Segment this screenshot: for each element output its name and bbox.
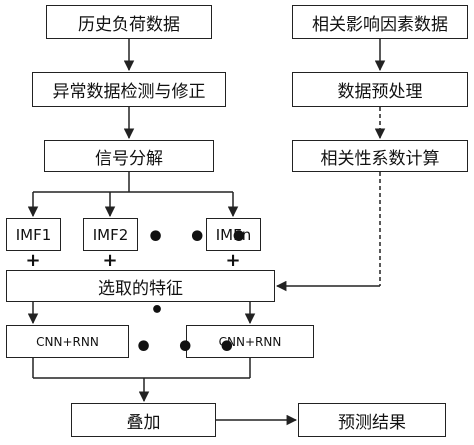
node-history-load: 历史负荷数据 [46,5,212,39]
plus-sign-imf2: + [102,250,118,271]
node-imfn: IMFn [206,218,261,251]
node-superposition-label: 叠加 [126,412,161,433]
node-model-left: CNN+RNN [6,325,129,358]
model-vertical-ellipsis: • [150,300,164,322]
node-correlation-calc-label: 相关性系数计算 [320,148,440,169]
node-preprocessing: 数据预处理 [292,72,468,107]
node-prediction-result-label: 预测结果 [338,412,406,433]
imf-ellipsis: • • • [146,220,255,255]
node-signal-decomposition: 信号分解 [44,140,214,172]
node-imf2-label: IMF2 [92,225,129,244]
node-preprocessing-label: 数据预处理 [337,82,423,102]
model-vertical-ellipsis-dot: • [150,298,165,323]
node-imfn-label: IMFn [215,225,252,244]
node-model-right: CNN+RNN [186,325,314,358]
node-model-left-label: CNN+RNN [36,334,99,349]
node-selected-features: 选取的特征 [6,270,275,302]
node-related-factors-label: 相关影响因素数据 [312,14,448,35]
node-correlation-calc: 相关性系数计算 [292,140,468,172]
node-anomaly-detection: 异常数据检测与修正 [32,72,226,107]
plus-sign-imf1: + [25,250,41,271]
node-related-factors: 相关影响因素数据 [292,5,468,39]
node-selected-features-label: 选取的特征 [98,278,183,299]
node-imf2: IMF2 [83,218,138,251]
node-history-load-label: 历史负荷数据 [78,14,180,35]
node-imf1-label: IMF1 [15,225,52,244]
node-imf1: IMF1 [6,218,61,251]
node-signal-decomposition-label: 信号分解 [95,148,163,169]
node-superposition: 叠加 [71,403,216,437]
node-model-right-label: CNN+RNN [218,334,282,349]
node-anomaly-detection-label: 异常数据检测与修正 [52,82,206,102]
node-prediction-result: 预测结果 [298,403,446,437]
plus-sign-imfn: + [225,250,241,271]
model-ellipsis: • • • [134,330,243,365]
